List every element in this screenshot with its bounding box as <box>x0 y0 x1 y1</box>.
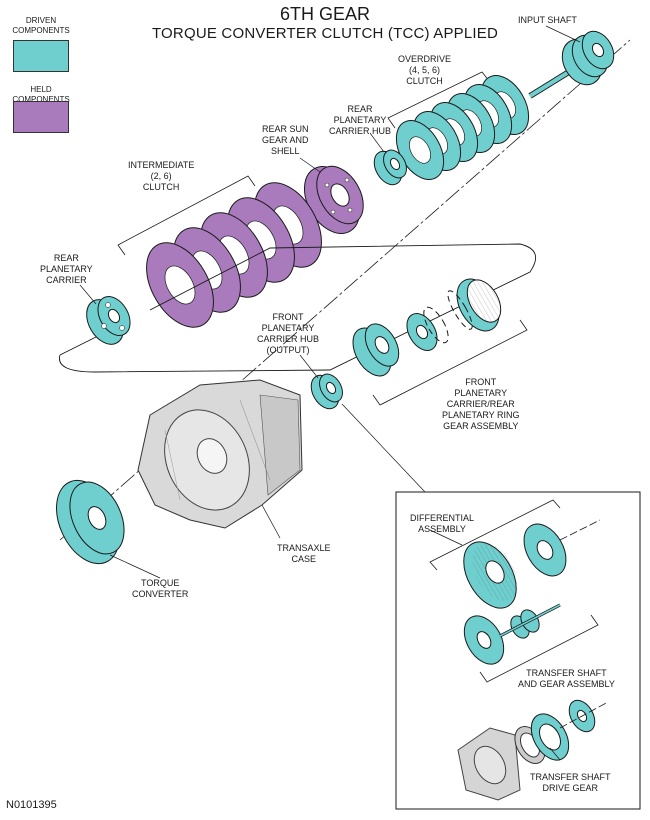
label-front-carrier-ring-gear-assembly: FRONT PLANETARY CARRIER/REAR PLANETARY R… <box>442 377 520 432</box>
page-title: 6TH GEAR <box>279 4 371 24</box>
label-input-shaft: INPUT SHAFT <box>518 15 577 26</box>
differential-assembly <box>429 499 601 609</box>
label-rear-planetary-carrier-hub: REAR PLANETARY CARRIER HUB <box>329 104 391 137</box>
label-line: PLANETARY <box>333 115 387 125</box>
legend-held-label: HELD COMPONENTS <box>11 85 71 105</box>
label-intermediate-clutch: INTERMEDIATE (2, 6) CLUTCH <box>128 160 194 193</box>
label-input-shaft-line: INPUT SHAFT <box>518 15 577 25</box>
label-line: PLANETARY <box>40 264 93 274</box>
label-line: TRANSFER SHAFT <box>526 668 607 678</box>
label-line: DRIVE GEAR <box>542 783 599 793</box>
label-line: REAR SUN <box>262 124 309 134</box>
label-transaxle-case: TRANSAXLE CASE <box>277 543 331 565</box>
label-line: (2, 6) <box>150 171 172 181</box>
intermediate-clutch-plate-bore <box>164 265 196 305</box>
label-line: REAR <box>347 104 373 114</box>
transfer-shaft-drive-gear <box>457 699 609 801</box>
label-rear-planetary-carrier: REAR PLANETARY CARRIER <box>40 253 93 286</box>
legend-driven-swatch <box>13 40 69 72</box>
label-torque-converter: TORQUE CONVERTER <box>132 578 188 600</box>
legend-driven-label-2: COMPONENTS <box>12 26 70 35</box>
legend-held-label-2: COMPONENTS <box>12 95 70 104</box>
overdrive-clutch <box>387 71 530 180</box>
label-line: CARRIER/REAR <box>446 399 515 409</box>
rear-planetary-carrier <box>86 296 131 345</box>
inset-panel <box>395 491 641 810</box>
label-line: AND GEAR ASSEMBLY <box>518 679 615 689</box>
front-planetary-carrier-hub <box>310 373 343 410</box>
label-line: (4, 5, 6) <box>409 65 441 75</box>
label-line: CARRIER HUB <box>257 334 320 344</box>
label-transfer-shaft-drive-gear: TRANSFER SHAFT DRIVE GEAR <box>530 772 611 794</box>
label-line: SHELL <box>270 146 300 156</box>
input-shaft <box>528 30 615 99</box>
rear-planetary-carrier-hub <box>373 149 407 186</box>
label-line: CASE <box>291 554 317 564</box>
label-line: CARRIER <box>46 275 87 285</box>
transaxle-case <box>137 379 303 529</box>
transfer-shaft-gear-assembly <box>463 603 599 683</box>
label-transfer-shaft-gear-assembly: TRANSFER SHAFT AND GEAR ASSEMBLY <box>518 668 615 690</box>
legend-held-label-1: HELD <box>30 85 52 94</box>
label-line: ASSEMBLY <box>418 524 466 534</box>
label-rear-sun-gear-shell: REAR SUN GEAR AND SHELL <box>262 124 309 157</box>
label-line: OVERDRIVE <box>398 54 452 64</box>
label-line: CLUTCH <box>142 182 180 192</box>
rear-sun-gear-and-shell <box>304 165 364 234</box>
page-subtitle: TORQUE CONVERTER CLUTCH (TCC) APPLIED <box>151 25 499 42</box>
label-line: DIFFERENTIAL <box>410 513 475 523</box>
label-line: GEAR ASSEMBLY <box>443 421 519 431</box>
main-centerline <box>59 39 631 541</box>
label-line: CLUTCH <box>406 76 443 86</box>
label-line: CONVERTER <box>132 589 189 599</box>
legend-driven-label-1: DRIVEN <box>25 16 57 25</box>
label-front-planetary-carrier-hub: FRONT PLANETARY CARRIER HUB (OUTPUT) <box>257 312 319 356</box>
label-line: PLANETARY <box>261 323 315 333</box>
label-overdrive-clutch: OVERDRIVE (4, 5, 6) CLUTCH <box>398 54 451 87</box>
label-line: FRONT <box>272 312 304 322</box>
label-line: PLANETARY <box>454 388 508 398</box>
label-differential-assembly: DIFFERENTIAL ASSEMBLY <box>410 513 474 535</box>
label-line: TRANSAXLE <box>277 543 331 553</box>
label-line: (OUTPUT) <box>266 345 310 355</box>
leader-lines <box>79 25 581 579</box>
label-line: FRONT <box>465 377 497 387</box>
legend-driven-label: DRIVEN COMPONENTS <box>11 16 71 36</box>
label-line: TORQUE <box>141 578 180 588</box>
label-line: CARRIER HUB <box>329 126 392 136</box>
label-line: PLANETARY RING <box>442 410 520 420</box>
torque-converter <box>56 479 125 565</box>
front-carrier-ring-gear-assembly <box>352 278 528 406</box>
overdrive-clutch-plate-bore <box>409 136 431 164</box>
label-line: GEAR AND <box>262 135 309 145</box>
label-line: REAR <box>53 253 79 263</box>
figure-code: N0101395 <box>6 799 57 811</box>
label-line: INTERMEDIATE <box>128 160 195 170</box>
legend-held-swatch <box>13 101 69 133</box>
label-line: TRANSFER SHAFT <box>530 772 611 782</box>
